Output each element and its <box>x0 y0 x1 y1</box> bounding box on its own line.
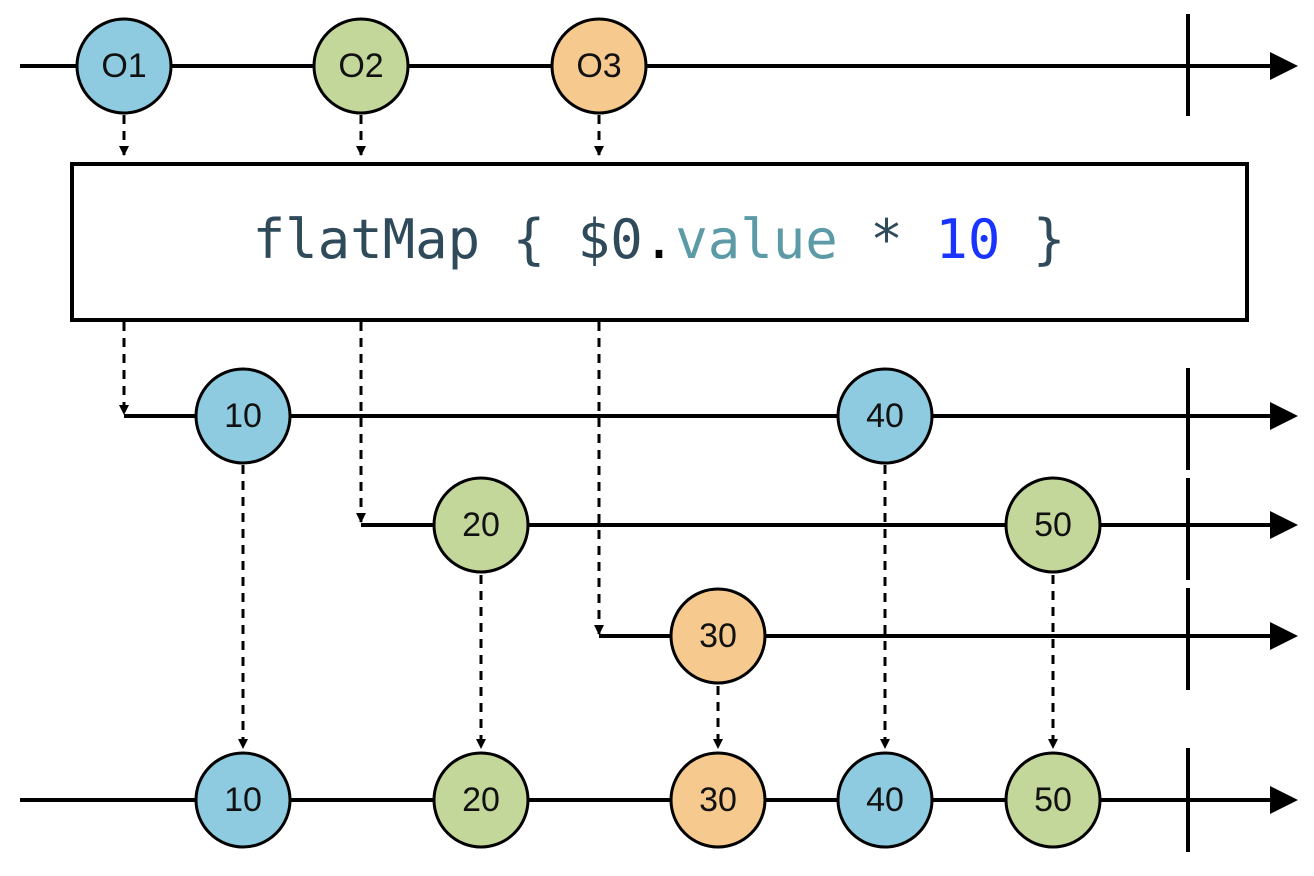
input-marble: O3 <box>550 17 648 115</box>
output-marble-label: 40 <box>866 781 904 819</box>
inner-marble-label: 20 <box>462 506 500 544</box>
inner-marble-circle <box>1004 476 1102 574</box>
inner-marble-label: 10 <box>224 397 262 435</box>
input-marble-circle <box>312 17 410 115</box>
code-token: 10 <box>935 208 1000 271</box>
operator-code: flatMap { $0.value * 10 } <box>253 208 1066 271</box>
inner-marble: 40 <box>836 367 934 465</box>
output-marble: 30 <box>669 751 767 849</box>
operator-box-frame <box>70 162 1249 322</box>
output-marble: 10 <box>194 751 292 849</box>
input-marble-circle <box>75 17 173 115</box>
output-marble: 50 <box>1004 751 1102 849</box>
inner-stream-arrowhead <box>1270 622 1298 650</box>
input-marble-circle <box>550 17 648 115</box>
output-marble-circle <box>1004 751 1102 849</box>
input-marble-label: O1 <box>101 47 146 85</box>
inner-marble: 10 <box>194 367 292 465</box>
inner-marble-circle <box>836 367 934 465</box>
output-marble-label: 20 <box>462 781 500 819</box>
output-marble-circle <box>836 751 934 849</box>
input-arrows <box>119 115 604 156</box>
inner-marble-circle <box>432 476 530 574</box>
output-marble: 40 <box>836 751 934 849</box>
inner-stream-drops <box>119 322 604 635</box>
output-marble-label: 30 <box>699 781 737 819</box>
inner-stream-arrowhead <box>1270 402 1298 430</box>
code-token: * <box>838 208 936 271</box>
inner-marble-label: 50 <box>1034 506 1072 544</box>
inner-stream <box>124 368 1298 470</box>
output-marble-circle <box>194 751 292 849</box>
inner-marble: 20 <box>432 476 530 574</box>
input-timeline <box>20 14 1298 116</box>
output-marble-label: 10 <box>224 781 262 819</box>
inner-marble: 30 <box>669 587 767 685</box>
code-token: . <box>643 208 676 271</box>
inner-marble-circle <box>194 367 292 465</box>
output-drops <box>238 465 1058 749</box>
code-token: } <box>1000 208 1065 271</box>
input-timeline-arrowhead <box>1270 52 1298 80</box>
inner-stream-arrowhead <box>1270 511 1298 539</box>
input-marble: O1 <box>75 17 173 115</box>
output-marble-label: 50 <box>1034 781 1072 819</box>
output-marble-circle <box>669 751 767 849</box>
code-token: flatMap { $0 <box>253 208 643 271</box>
operator-box: flatMap { $0.value * 10 } <box>70 162 1249 322</box>
output-timeline-arrowhead <box>1270 786 1298 814</box>
output-marble-circle <box>432 751 530 849</box>
inner-marble: 50 <box>1004 476 1102 574</box>
input-marble-label: O2 <box>338 47 383 85</box>
inner-marble-circle <box>669 587 767 685</box>
output-marble: 20 <box>432 751 530 849</box>
inner-marble-label: 30 <box>699 617 737 655</box>
input-marble-label: O3 <box>576 47 621 85</box>
inner-marble-label: 40 <box>866 397 904 435</box>
code-token: value <box>675 208 838 271</box>
input-marble: O2 <box>312 17 410 115</box>
